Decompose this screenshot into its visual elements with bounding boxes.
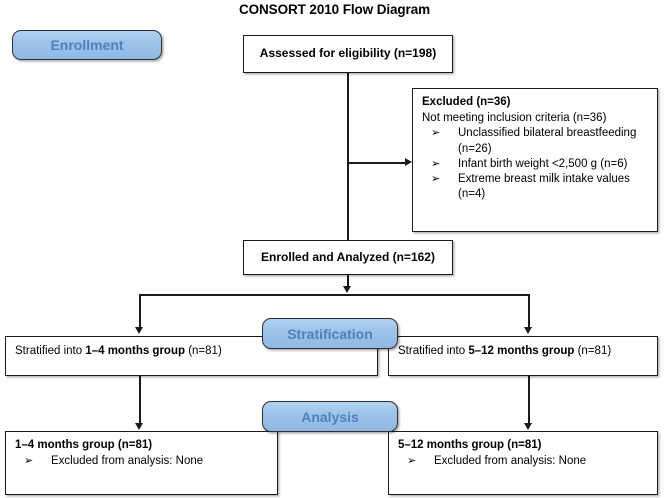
- stage-badge-stratification-label: Stratification: [287, 325, 373, 342]
- list-item-label: Infant birth weight <2,500 g (n=6): [458, 157, 628, 170]
- list-item: ➢ Infant birth weight <2,500 g (n=6): [422, 157, 649, 172]
- connector-drop-left: [139, 294, 141, 328]
- box-excluded-subheading: Not meeting inclusion criteria (n=36): [422, 112, 607, 125]
- list-item: ➢ Unclassified bilateral breastfeeding (…: [422, 126, 649, 156]
- box-excluded-list: ➢ Unclassified bilateral breastfeeding (…: [422, 126, 649, 202]
- connector-enrolled-stem: [347, 275, 349, 287]
- box-analysis-right-heading: 5–12 months group (n=81): [398, 439, 542, 451]
- bullet-arrow-icon: ➢: [431, 126, 441, 140]
- strat-left-bold: 1–4 months group: [85, 345, 186, 357]
- list-item-label: Excluded from analysis: None: [434, 455, 587, 468]
- stage-badge-analysis: Analysis: [262, 401, 398, 432]
- list-item-label: Extreme breast milk intake values (n=4): [458, 172, 630, 201]
- stage-badge-analysis-label: Analysis: [301, 408, 359, 425]
- list-item-label: Excluded from analysis: None: [51, 455, 204, 468]
- box-excluded: Excluded (n=36) Not meeting inclusion cr…: [412, 88, 658, 232]
- strat-left-suffix: (n=81): [185, 345, 222, 357]
- arrowhead-to-excluded: [405, 158, 412, 166]
- stage-badge-enrollment: Enrollment: [12, 30, 162, 60]
- box-analysis-right-list: ➢ Excluded from analysis: None: [398, 454, 649, 469]
- arrowhead-drop-right: [524, 327, 532, 334]
- connector-left-strat-to-analysis: [139, 376, 141, 424]
- box-assessed-label: Assessed for eligibility (n=198): [259, 46, 437, 61]
- box-stratified-right-label: Stratified into 5–12 months group (n=81): [398, 345, 611, 357]
- bullet-arrow-icon: ➢: [431, 156, 441, 170]
- box-stratified-5-12-months: Stratified into 5–12 months group (n=81): [388, 336, 658, 376]
- bullet-arrow-icon: ➢: [24, 454, 34, 468]
- connector-assessed-to-enrolled: [347, 73, 349, 240]
- strat-right-prefix: Stratified into: [398, 345, 469, 357]
- list-item: ➢ Excluded from analysis: None: [398, 454, 649, 469]
- box-stratified-left-label: Stratified into 1–4 months group (n=81): [15, 345, 222, 357]
- box-analysis-left-heading: 1–4 months group (n=81): [15, 439, 153, 451]
- arrowhead-drop-left: [135, 327, 143, 334]
- box-enrolled-and-analyzed: Enrolled and Analyzed (n=162): [243, 240, 453, 275]
- stage-badge-enrollment-label: Enrollment: [50, 37, 124, 53]
- connector-drop-right: [528, 294, 530, 328]
- box-excluded-heading: Excluded (n=36): [422, 96, 511, 108]
- list-item: ➢ Extreme breast milk intake values (n=4…: [422, 172, 649, 202]
- box-assessed-for-eligibility: Assessed for eligibility (n=198): [243, 35, 453, 73]
- strat-left-prefix: Stratified into: [15, 345, 86, 357]
- arrowhead-left-analysis: [135, 423, 143, 430]
- arrowhead-right-analysis: [524, 423, 532, 430]
- arrowhead-enrolled-stem: [343, 286, 351, 293]
- box-enrolled-label: Enrolled and Analyzed (n=162): [261, 249, 435, 264]
- strat-right-suffix: (n=81): [574, 345, 612, 357]
- list-item-label: Unclassified bilateral breastfeeding (n=…: [458, 127, 637, 155]
- stage-badge-stratification: Stratification: [262, 318, 398, 349]
- box-analysis-5-12-months: 5–12 months group (n=81) ➢ Excluded from…: [388, 431, 658, 495]
- strat-right-bold: 5–12 months group: [468, 345, 575, 357]
- box-analysis-left-list: ➢ Excluded from analysis: None: [15, 454, 269, 469]
- page-title: CONSORT 2010 Flow Diagram: [238, 2, 431, 17]
- connector-right-strat-to-analysis: [528, 376, 530, 424]
- list-item: ➢ Excluded from analysis: None: [15, 454, 269, 469]
- bullet-arrow-icon: ➢: [407, 454, 417, 468]
- box-analysis-1-4-months: 1–4 months group (n=81) ➢ Excluded from …: [5, 431, 278, 495]
- bullet-arrow-icon: ➢: [431, 171, 441, 185]
- connector-to-excluded: [347, 162, 406, 164]
- connector-distribution-bar: [139, 294, 529, 296]
